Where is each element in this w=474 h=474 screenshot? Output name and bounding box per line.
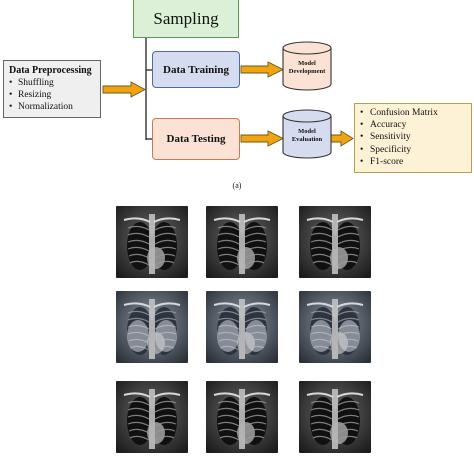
arrow-evaluation-to-metrics (329, 130, 354, 147)
arrow-training-to-development (240, 61, 285, 78)
data-preprocessing-box: Data Preprocessing Shuffling Resizing No… (3, 60, 101, 118)
preprocessing-item-normalization: Normalization (9, 101, 97, 113)
metrics-list: Confusion Matrix Accuracy Sensitivity Sp… (360, 107, 469, 168)
preprocessing-list: Shuffling Resizing Normalization (9, 77, 97, 113)
metric-accuracy: Accuracy (360, 119, 469, 131)
data-training-box: Data Training (152, 51, 240, 88)
metric-f1-score: F1-score (360, 156, 469, 168)
data-testing-label: Data Testing (166, 133, 226, 145)
model-evaluation-label: Model Evaluation (283, 128, 331, 144)
metric-specificity: Specificity (360, 144, 469, 156)
normal-xray-image (299, 381, 371, 453)
model-evaluation-line2: Evaluation (291, 136, 323, 143)
metrics-box: Confusion Matrix Accuracy Sensitivity Sp… (354, 103, 472, 173)
data-training-label: Data Training (163, 63, 229, 76)
sampling-label: Sampling (153, 8, 219, 28)
preprocessing-item-resizing: Resizing (9, 89, 97, 101)
flow-connectors (102, 38, 354, 159)
figure-caption: (a) (232, 181, 242, 190)
model-development-line2: Development (288, 68, 326, 75)
data-testing-box: Data Testing (152, 118, 240, 160)
model-evaluation-cylinder (282, 109, 332, 159)
normal-xray-image (299, 206, 371, 278)
pneumonia-xray-image (299, 291, 371, 363)
preprocessing-title: Data Preprocessing (9, 65, 92, 76)
model-development-cylinder (282, 41, 332, 91)
arrow-preprocessing-to-sampling (102, 81, 146, 98)
metric-confusion-matrix: Confusion Matrix (360, 107, 469, 119)
pneumonia-xray-image (206, 291, 278, 363)
model-development-line1: Model (298, 60, 316, 67)
normal-xray-image (206, 206, 278, 278)
model-development-label: Model Development (283, 60, 331, 76)
normal-xray-image (116, 206, 188, 278)
normal-xray-image (206, 381, 278, 453)
sampling-box: Sampling (133, 0, 239, 38)
metric-sensitivity: Sensitivity (360, 131, 469, 143)
pneumonia-xray-image (116, 291, 188, 363)
arrow-testing-to-evaluation (240, 130, 285, 147)
model-evaluation-line1: Model (298, 128, 316, 135)
normal-xray-image (116, 381, 188, 453)
preprocessing-item-shuffling: Shuffling (9, 77, 97, 89)
